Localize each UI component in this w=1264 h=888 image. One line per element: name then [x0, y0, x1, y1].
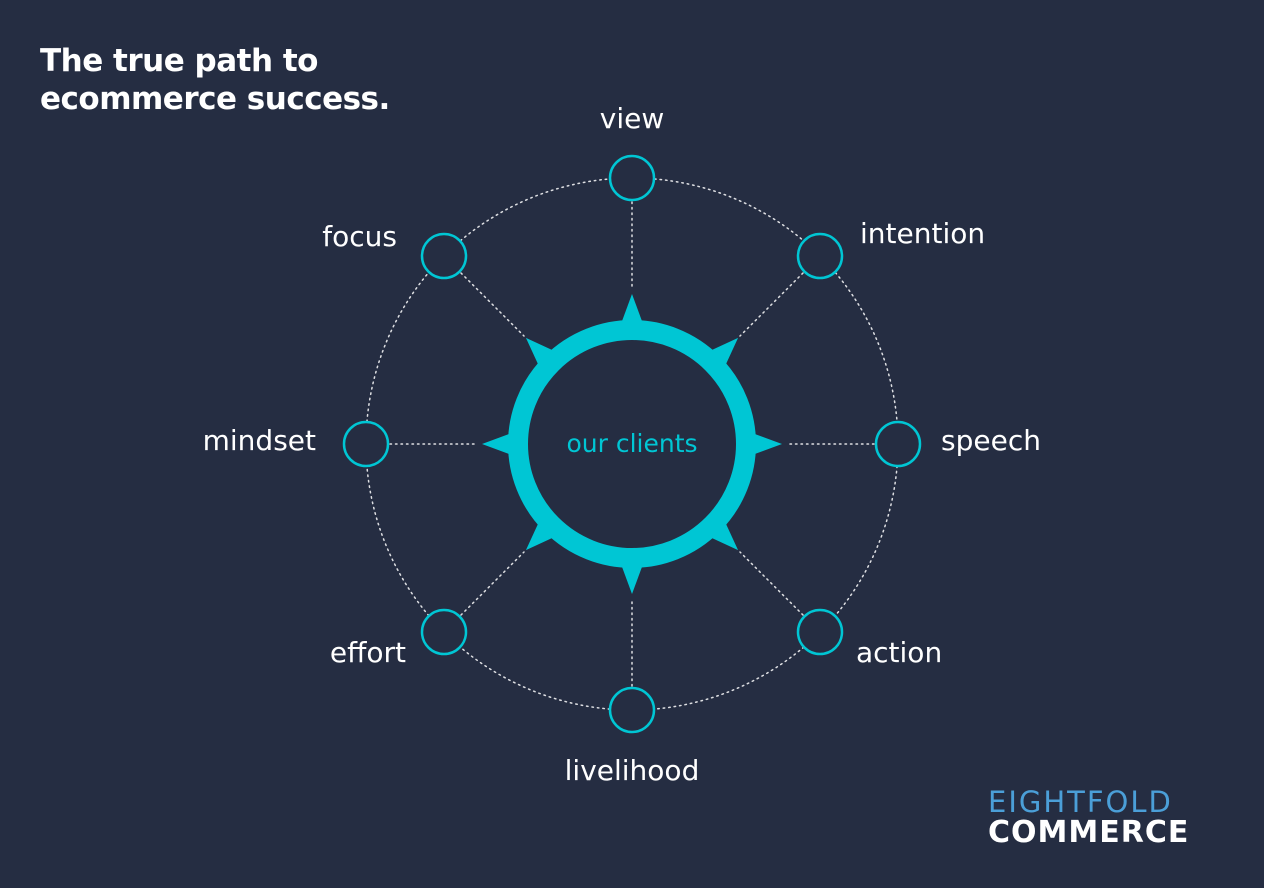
node-label-effort: effort — [330, 636, 406, 669]
node-circle-mindset — [342, 420, 390, 468]
node-label-focus: focus — [322, 220, 397, 253]
spoke-focus — [460, 272, 525, 337]
node-label-intention: intention — [860, 217, 985, 250]
node-labels: view intention speech action livelihood … — [203, 102, 1041, 787]
node-circle-effort — [420, 608, 468, 656]
spoke-intention — [739, 272, 804, 337]
node-label-mindset: mindset — [203, 424, 316, 457]
node-circle-view — [608, 154, 656, 202]
node-label-livelihood: livelihood — [565, 754, 700, 787]
title-line-2: ecommerce success. — [40, 81, 390, 117]
eightfold-commerce-logo: EIGHTFOLD COMMERCE — [988, 786, 1212, 848]
page-title: The true path to ecommerce success. — [40, 42, 390, 118]
node-circle-action — [796, 608, 844, 656]
nodes — [342, 154, 922, 734]
node-circle-intention — [796, 232, 844, 280]
node-circle-focus — [420, 232, 468, 280]
node-circle-livelihood — [608, 686, 656, 734]
node-label-action: action — [856, 636, 942, 669]
node-label-speech: speech — [941, 424, 1041, 457]
title-line-1: The true path to — [40, 43, 318, 79]
logo-top-text: EIGHTFOLD — [988, 785, 1173, 819]
node-circle-speech — [874, 420, 922, 468]
spokes — [389, 201, 875, 687]
wheel-ring — [508, 320, 756, 568]
logo-bottom-text: COMMERCE — [988, 815, 1190, 850]
center-label: our clients — [566, 429, 697, 458]
node-label-view: view — [600, 102, 664, 135]
spoke-effort — [460, 551, 525, 616]
center-wheel: our clients — [482, 294, 782, 594]
spoke-action — [739, 551, 804, 616]
